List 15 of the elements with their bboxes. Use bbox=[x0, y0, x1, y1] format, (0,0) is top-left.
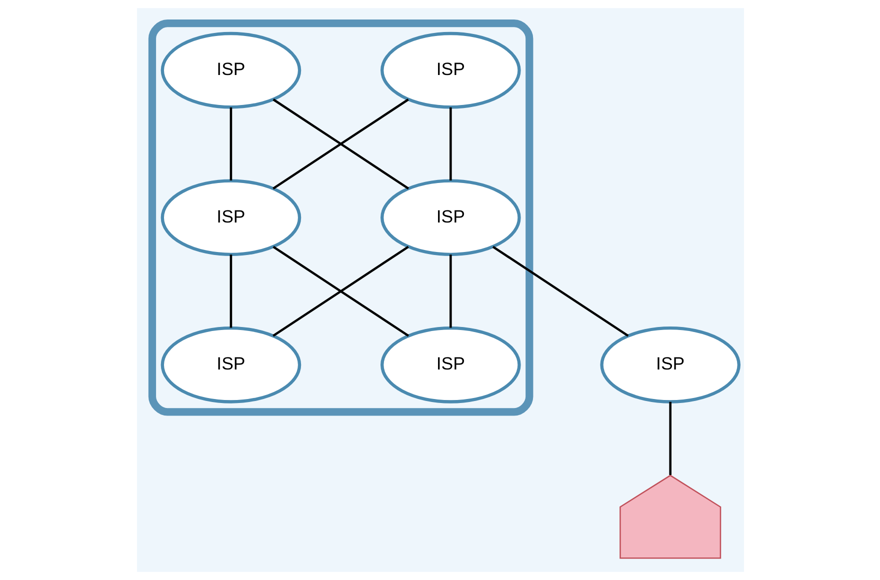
node-ellipse: ISP bbox=[380, 32, 520, 109]
node-picture bbox=[619, 474, 721, 559]
node-ellipse: ISP bbox=[160, 32, 301, 109]
node-ellipse: ISP bbox=[380, 326, 520, 404]
node-ellipse: ISP bbox=[380, 179, 520, 256]
connector bbox=[449, 107, 452, 180]
cluster bbox=[148, 20, 533, 416]
connector bbox=[449, 254, 452, 328]
node-ellipse: ISP bbox=[600, 326, 740, 404]
node-ellipse: ISP bbox=[160, 326, 301, 404]
node-ellipse: ISP bbox=[160, 179, 301, 256]
connector bbox=[668, 402, 671, 476]
connector bbox=[229, 107, 232, 180]
connector bbox=[229, 254, 232, 328]
connector bbox=[492, 246, 628, 337]
